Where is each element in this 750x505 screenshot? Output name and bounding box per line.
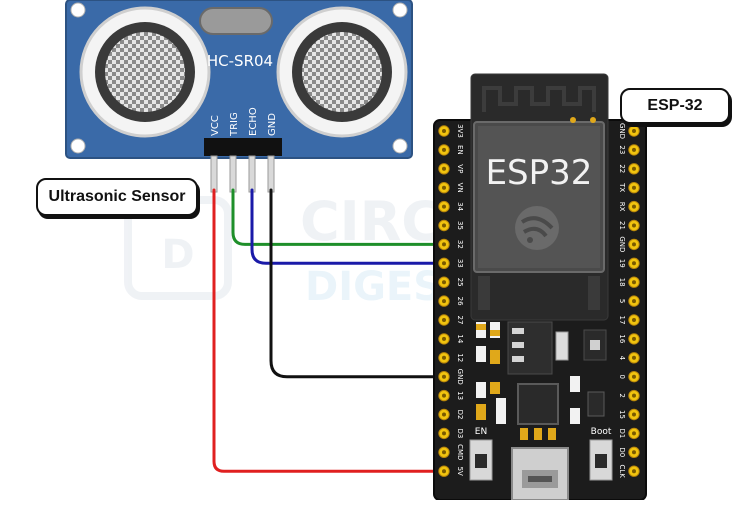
sensor-pin-echo bbox=[248, 155, 256, 193]
esp32-pin-label-right-d1: D1 bbox=[618, 428, 626, 438]
esp32-pin-label-left-33: 33 bbox=[456, 259, 464, 268]
en-button bbox=[469, 439, 493, 481]
esp32-pin-label-right-21: 21 bbox=[618, 221, 626, 230]
esp32-pin-label-left-27: 27 bbox=[456, 316, 464, 325]
esp32-pin-label-right-gnd: GND bbox=[618, 236, 626, 252]
esp32-board: ESP32 bbox=[433, 73, 647, 501]
esp32-pin-label-left-vn: VN bbox=[456, 183, 464, 193]
esp32-pin-label-right-19: 19 bbox=[618, 259, 626, 268]
esp32-pin-label-left-32: 32 bbox=[456, 240, 464, 249]
wire-gnd-to-gnd bbox=[269, 188, 446, 379]
espressif-logo-icon bbox=[515, 206, 559, 250]
esp32-pin-label-right-gnd: GND bbox=[618, 123, 626, 139]
esp32-callout: ESP-32 bbox=[620, 88, 730, 124]
esp32-pin-label-left-d2: D2 bbox=[456, 410, 464, 420]
hc-sr04-sensor: HC-SR04 VCC TRIG ECHO GND bbox=[65, 0, 413, 193]
esp32-pin-label-right-0: 0 bbox=[618, 374, 626, 378]
esp32-pin-label-left-gnd: GND bbox=[456, 369, 464, 385]
svg-text:D: D bbox=[161, 232, 194, 278]
esp32-pin-label-left-cmd: CMD bbox=[456, 444, 464, 460]
esp32-pin-label-left-12: 12 bbox=[456, 353, 464, 362]
esp32-pin-label-right-tx: TX bbox=[618, 182, 626, 192]
esp32-pin-label-left-25: 25 bbox=[456, 278, 464, 287]
esp32-pin-label-right-4: 4 bbox=[618, 356, 626, 361]
en-button-label: EN bbox=[475, 427, 487, 437]
esp32-chip-label: ESP32 bbox=[486, 153, 593, 193]
esp32-pin-label-left-34: 34 bbox=[456, 202, 464, 211]
sensor-pin-label-gnd: GND bbox=[267, 113, 278, 136]
wire-echo-to-33 bbox=[250, 188, 446, 265]
esp32-pin-label-right-5: 5 bbox=[618, 299, 626, 303]
esp32-pin-label-left-13: 13 bbox=[456, 391, 464, 400]
esp32-pin-label-right-15: 15 bbox=[618, 410, 626, 419]
sensor-pin-header bbox=[204, 138, 282, 193]
esp32-pin-label-left-26: 26 bbox=[456, 297, 464, 306]
esp32-pin-label-left-5v: 5V bbox=[456, 467, 464, 476]
esp32-pin-label-left-vp: VP bbox=[456, 164, 464, 173]
esp32-pin-label-left-35: 35 bbox=[456, 221, 464, 230]
boot-button bbox=[589, 439, 613, 481]
esp32-pin-label-right-d0: D0 bbox=[618, 447, 626, 457]
sensor-pin-labels: VCC TRIG ECHO GND bbox=[210, 107, 278, 137]
esp32-pin-label-right-22: 22 bbox=[618, 164, 626, 173]
sensor-pin-label-vcc: VCC bbox=[210, 115, 221, 136]
boot-button-label: Boot bbox=[591, 427, 612, 437]
sensor-pin-trig bbox=[229, 155, 237, 193]
esp32-pin-label-left-3v3: 3V3 bbox=[456, 124, 464, 138]
esp32-pin-label-left-en: EN bbox=[456, 145, 464, 155]
esp32-pin-headers: 3V3ENVPVN343532332526271412GND13D2D3CMD5… bbox=[438, 123, 640, 479]
esp32-pin-label-right-17: 17 bbox=[618, 316, 626, 325]
esp32-pin-label-left-d3: D3 bbox=[456, 428, 464, 438]
esp32-pin-label-right-2: 2 bbox=[618, 393, 626, 397]
esp32-pin-label-right-rx: RX bbox=[618, 202, 626, 212]
esp32-pin-label-right-23: 23 bbox=[618, 145, 626, 154]
wires bbox=[212, 188, 446, 473]
esp32-pin-label-right-clk: CLK bbox=[618, 465, 626, 479]
right-transducer bbox=[276, 6, 408, 138]
left-transducer bbox=[79, 6, 211, 138]
esp32-pin-label-right-18: 18 bbox=[618, 278, 626, 287]
esp32-pin-label-right-16: 16 bbox=[618, 334, 626, 343]
sensor-pin-label-echo: ECHO bbox=[248, 107, 259, 136]
sensor-pin-vcc bbox=[210, 155, 218, 193]
sensor-pin-gnd bbox=[267, 155, 275, 193]
wire-vcc-to-5v bbox=[212, 188, 446, 473]
esp32-pin-label-left-14: 14 bbox=[456, 334, 464, 343]
sensor-model-label: HC-SR04 bbox=[207, 52, 273, 70]
wire-trig-to-32 bbox=[231, 188, 446, 246]
sensor-pin-label-trig: TRIG bbox=[229, 112, 240, 137]
ultrasonic-sensor-callout: Ultrasonic Sensor bbox=[36, 178, 198, 216]
micro-usb-port bbox=[511, 447, 569, 501]
